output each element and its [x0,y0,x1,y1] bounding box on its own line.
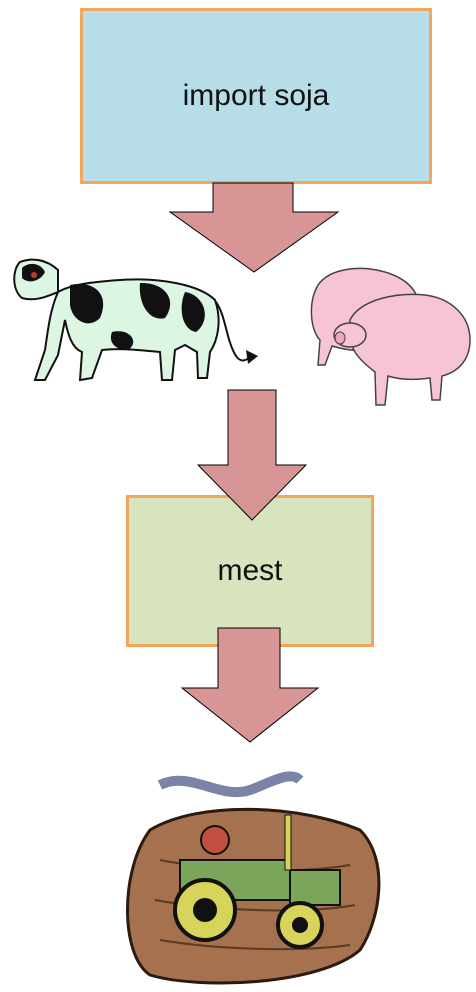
import-soja-label: import soja [182,79,330,112]
cow-icon [13,258,258,382]
arrow-soja-to-animals [168,182,340,273]
arrow-animals-to-mest [196,389,308,521]
arrow-mest-to-land [180,627,320,743]
pigs-icon [310,267,471,406]
import-soja-box: import soja [80,8,432,184]
tractor-icon [126,771,381,985]
mest-label: mest [217,554,283,587]
